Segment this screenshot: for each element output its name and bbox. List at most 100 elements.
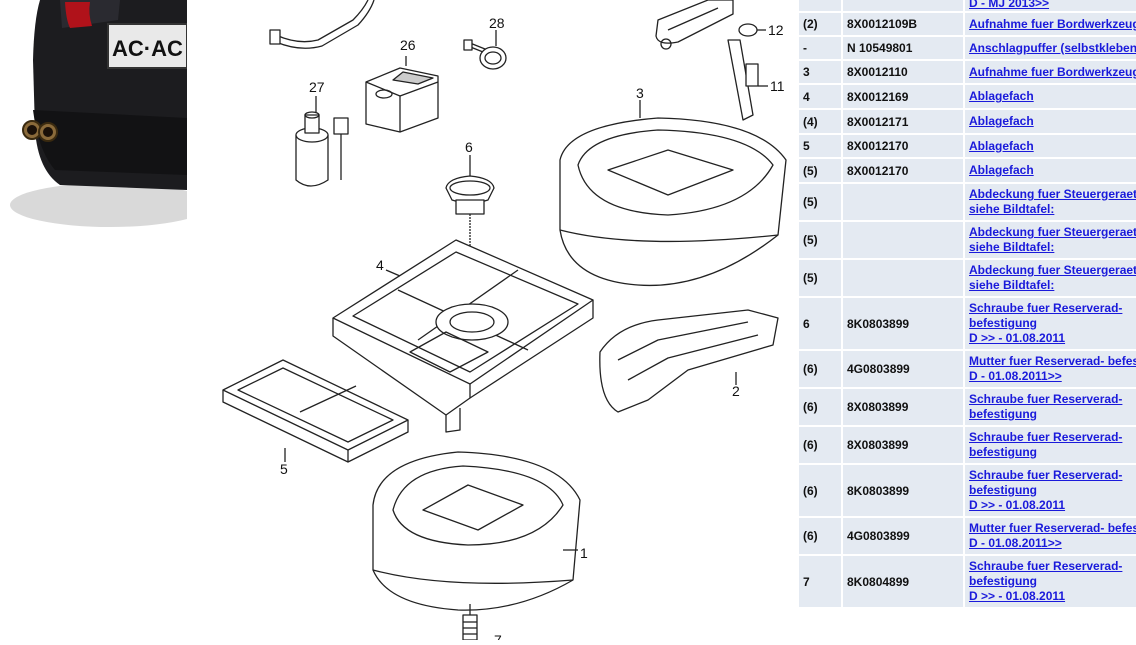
description-line: Mutter fuer Reserverad- befestigung — [969, 354, 1136, 368]
part-number-cell: 8X0012170 — [843, 159, 965, 184]
part-number-cell: 8X0012109B — [843, 13, 965, 37]
part-1-lower-tray — [372, 451, 581, 611]
description-line: Aufnahme fuer Bordwerkzeug — [969, 64, 1136, 79]
table-row: -N 10549801 Anschlagpuffer (selbstklebend… — [799, 37, 1136, 61]
description-line: Mutter fuer Reserverad- befestigung — [969, 521, 1136, 535]
part-26-case — [365, 56, 439, 133]
callout-6: 6 — [465, 139, 473, 155]
position-cell: 4 — [799, 85, 843, 110]
table-row: D - MJ 2013>> — [799, 0, 1136, 13]
callout-4: 4 — [376, 257, 384, 273]
description-cell: D - MJ 2013>> — [965, 0, 1136, 13]
description-line: D >> - 01.08.2011 — [969, 331, 1066, 345]
description-line: Abdeckung fuer Steuergeraet — [969, 263, 1136, 277]
description-cell: Ablagefach — [965, 159, 1136, 184]
part-7-bolt — [462, 604, 478, 641]
description-line: siehe Bildtafel: — [969, 240, 1055, 254]
callout-3: 3 — [636, 85, 644, 101]
position-cell: (2) — [799, 13, 843, 37]
callout-26: 26 — [400, 37, 416, 53]
part-description-link[interactable]: Ablagefach — [969, 89, 1136, 104]
part-number-cell: 8X0803899 — [843, 427, 965, 465]
part-number-cell: 4G0803899 — [843, 351, 965, 389]
description-line: Ablagefach — [969, 163, 1034, 177]
callout-12: 12 — [768, 22, 784, 38]
description-line: Abdeckung fuer Steuergeraet — [969, 187, 1136, 201]
description-cell: Aufnahme fuer Bordwerkzeug — [965, 13, 1136, 37]
description-line: befestigung — [969, 316, 1037, 330]
description-line: Abdeckung fuer Steuergeraet — [969, 225, 1136, 239]
position-cell: 6 — [799, 298, 843, 351]
description-line: Aufnahme fuer Bordwerkzeug — [969, 16, 1136, 31]
part-27-bottle — [295, 96, 349, 187]
description-line: befestigung — [969, 445, 1037, 459]
position-cell: (6) — [799, 389, 843, 427]
part-number-cell: 8X0012110 — [843, 61, 965, 85]
description-line: Schraube fuer Reserverad- — [969, 301, 1123, 315]
part-description-link[interactable]: Ablagefach — [969, 139, 1136, 154]
callout-5: 5 — [280, 461, 288, 477]
description-cell: Schraube fuer Reserverad-befestigung — [965, 389, 1136, 427]
plate-text: AC·AC 1 — [112, 36, 187, 61]
part-description-link[interactable]: Aufnahme fuer Bordwerkzeug — [969, 17, 1136, 32]
callout-2: 2 — [732, 383, 740, 399]
position-cell: 7 — [799, 556, 843, 609]
position-cell: (6) — [799, 351, 843, 389]
description-line: D - 01.08.2011>> — [969, 369, 1062, 383]
position-cell: (6) — [799, 427, 843, 465]
part-description-link[interactable]: Schraube fuer Reserverad-befestigung — [969, 392, 1136, 422]
part-description-link[interactable]: Schraube fuer Reserverad-befestigung — [969, 430, 1136, 460]
callout-28: 28 — [489, 15, 505, 31]
description-line: Schraube fuer Reserverad- — [969, 468, 1123, 482]
part-description-link[interactable]: Ablagefach — [969, 163, 1136, 178]
part-description-link[interactable]: Ablagefach — [969, 114, 1136, 129]
description-cell: Aufnahme fuer Bordwerkzeug — [965, 61, 1136, 85]
position-cell: 3 — [799, 61, 843, 85]
table-row: (5)8X0012170 Ablagefach — [799, 159, 1136, 184]
position-cell: - — [799, 37, 843, 61]
description-line: befestigung — [969, 483, 1037, 497]
description-cell: Ablagefach — [965, 110, 1136, 135]
part-description-link[interactable]: Aufnahme fuer Bordwerkzeug — [969, 65, 1136, 80]
description-line: befestigung — [969, 574, 1037, 588]
description-line: D - 01.08.2011>> — [969, 536, 1062, 550]
description-line: Ablagefach — [969, 89, 1034, 103]
position-cell — [799, 0, 843, 13]
position-cell: (5) — [799, 159, 843, 184]
description-cell: Ablagefach — [965, 135, 1136, 159]
part-description-link[interactable]: Anschlagpuffer (selbstklebend) — [969, 41, 1136, 56]
description-line: siehe Bildtafel: — [969, 278, 1055, 292]
position-cell: (5) — [799, 184, 843, 222]
description-line: Schraube fuer Reserverad- — [969, 392, 1123, 406]
description-cell: Ablagefach — [965, 85, 1136, 110]
position-cell: 5 — [799, 135, 843, 159]
part-number-cell — [843, 260, 965, 298]
part-number-cell: 8X0803899 — [843, 389, 965, 427]
license-plate — [107, 23, 187, 69]
table-row: (2)8X0012109B Aufnahme fuer Bordwerkzeug — [799, 13, 1136, 37]
description-line: siehe Bildtafel: — [969, 202, 1055, 216]
description-line: Ablagefach — [969, 138, 1034, 153]
part-description-link[interactable]: D - MJ 2013>> — [969, 0, 1136, 11]
description-line: D >> - 01.08.2011 — [969, 498, 1066, 512]
parts-table: D - MJ 2013>> (2)8X0012109B Aufnahme fuer … — [799, 0, 1136, 609]
part-number-cell: N 10549801 — [843, 37, 965, 61]
